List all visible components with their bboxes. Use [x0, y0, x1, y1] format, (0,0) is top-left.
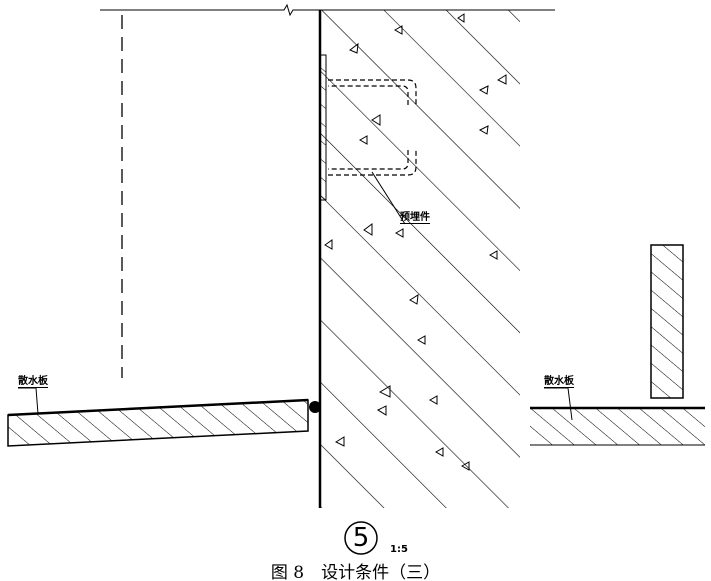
sealant	[309, 401, 321, 413]
detail-scale: 1:5	[390, 544, 408, 555]
embedded-plate	[319, 54, 327, 201]
leader-apron-right	[544, 387, 573, 421]
label-apron-left: 散水板	[18, 376, 48, 388]
label-apron-right: 散水板	[544, 376, 574, 388]
figure-caption: 图 8 设计条件（三）	[270, 563, 441, 581]
detail-circle	[344, 521, 378, 555]
apron-slab-right	[530, 408, 705, 445]
right-column	[650, 244, 684, 399]
detail-number: 5	[352, 523, 370, 553]
label-embedded-part: 预埋件	[400, 212, 430, 224]
leader-embedded	[371, 171, 406, 225]
concrete-wall	[320, 10, 520, 508]
aggregate-marks	[324, 13, 507, 471]
leader-apron-left	[18, 387, 39, 415]
anchor-bars	[328, 79, 417, 176]
apron-left-top-edge	[7, 398, 309, 417]
